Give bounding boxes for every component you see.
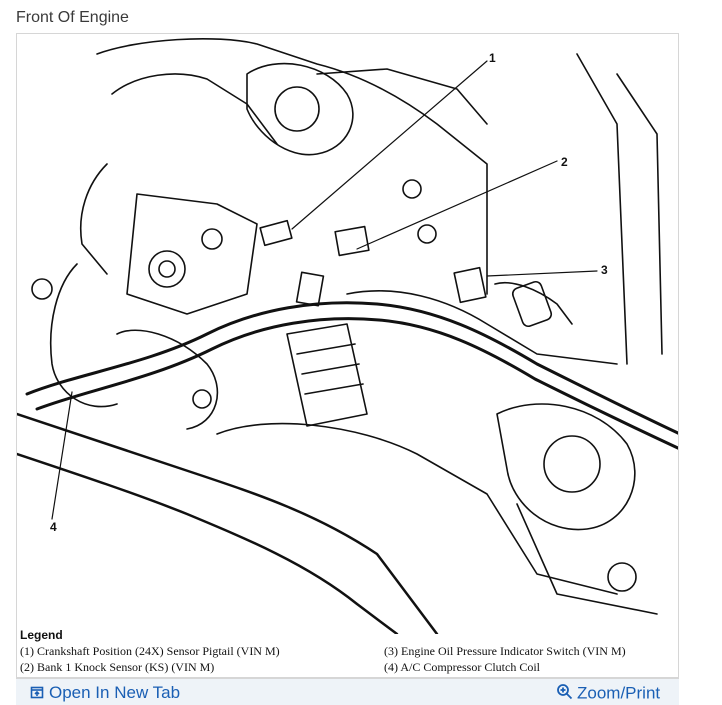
zoom-print-link[interactable]: Zoom/Print: [556, 683, 660, 705]
callout-1: 1: [489, 51, 496, 65]
open-new-tab-label: Open In New Tab: [49, 683, 181, 702]
engine-line-drawing: 1 2 3 4: [17, 38, 678, 634]
legend-item-1: (1) Crankshaft Position (24X) Sensor Pig…: [20, 644, 280, 658]
callout-3: 3: [601, 263, 608, 277]
callout-2: 2: [561, 155, 568, 169]
legend-title: Legend: [20, 628, 63, 642]
page-title: Front Of Engine: [16, 9, 129, 26]
diagram-frame: 1 2 3 4 Legend (1) Crankshaft Position (…: [16, 33, 679, 678]
magnifier-icon: [556, 683, 573, 705]
zoom-print-label: Zoom/Print: [577, 683, 661, 703]
callout-4: 4: [50, 520, 57, 534]
open-new-tab-link[interactable]: Open In New Tab: [30, 683, 180, 704]
image-actions-bar: Open In New Tab Zoom/Print: [16, 678, 679, 705]
legend: Legend (1) Crankshaft Position (24X) Sen…: [20, 628, 670, 674]
legend-item-3: (3) Engine Oil Pressure Indicator Switch…: [384, 644, 626, 658]
legend-item-2: (2) Bank 1 Knock Sensor (KS) (VIN M): [20, 660, 215, 674]
external-window-icon: [30, 684, 45, 704]
legend-item-4: (4) A/C Compressor Clutch Coil: [384, 660, 540, 674]
